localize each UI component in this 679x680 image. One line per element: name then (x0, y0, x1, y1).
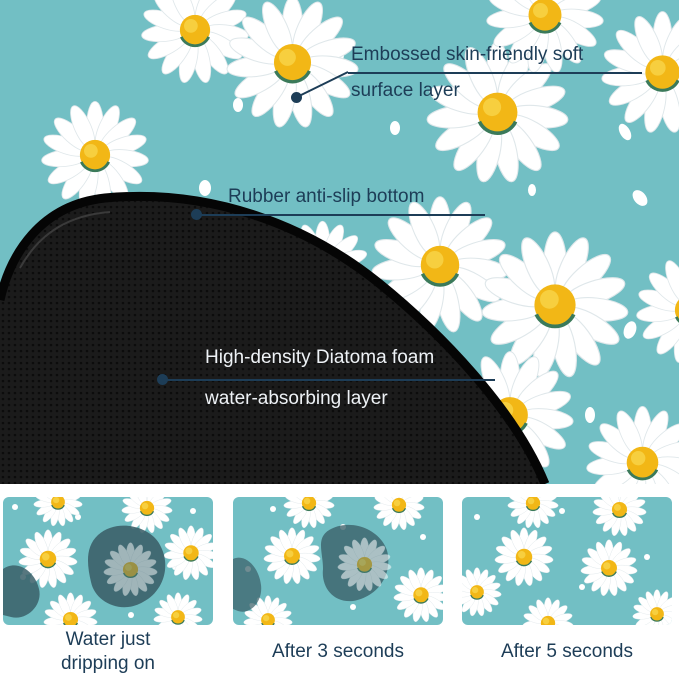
water-panel-3-seconds (233, 497, 443, 625)
callout-underline-surface (348, 72, 642, 74)
callout-surface-text2: surface layer (351, 80, 460, 101)
caption-5-seconds-text: After 5 seconds (500, 641, 634, 662)
callout-bottom-text: Rubber anti-slip bottom (228, 186, 425, 207)
caption-3-seconds-text: After 3 seconds (271, 641, 405, 662)
water-panel-5-seconds (462, 497, 672, 625)
callout-dot-foam (157, 374, 168, 385)
callout-underline-foam (163, 379, 495, 381)
caption-3-seconds: After 3 seconds (233, 640, 443, 664)
caption-dripping-line2: dripping on (60, 653, 156, 674)
callout-foam-line2: water-absorbing layer (205, 388, 388, 410)
callout-foam-line1: High-density Diatoma foam (205, 347, 434, 369)
callout-foam-text2: water-absorbing layer (205, 388, 388, 409)
callout-surface-text1: Embossed skin-friendly soft (351, 44, 584, 65)
callout-foam-text1: High-density Diatoma foam (205, 347, 435, 368)
water-panel-dripping (3, 497, 213, 625)
caption-dripping-line1: Water just (65, 629, 151, 650)
callout-dot-bottom (191, 209, 202, 220)
caption-5-seconds: After 5 seconds (462, 640, 672, 664)
caption-dripping: Water just dripping on (3, 628, 213, 676)
callout-underline-bottom (197, 214, 485, 216)
callout-surface-line1: Embossed skin-friendly soft (351, 44, 583, 66)
callout-bottom-label: Rubber anti-slip bottom (228, 186, 424, 208)
callout-dot-surface (291, 92, 302, 103)
callout-surface-line2: surface layer (351, 80, 460, 102)
